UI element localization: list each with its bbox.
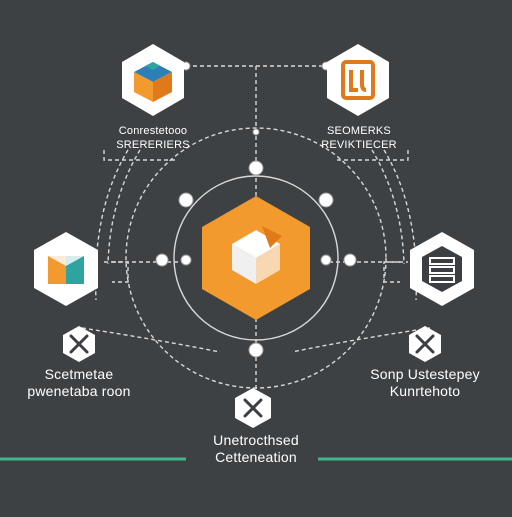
junction-dot [318, 192, 334, 208]
server-stack-icon [429, 257, 455, 283]
right-arc-1 [371, 149, 405, 265]
left-badge [63, 326, 95, 362]
right-badge-link [291, 327, 431, 353]
junction-dot [248, 342, 264, 358]
top-right-drop [337, 150, 409, 161]
label-line-1: Conrestetooo [118, 125, 188, 137]
junction-dot [320, 254, 332, 266]
node-top-left [122, 44, 184, 116]
node-top-right [327, 44, 389, 116]
orange-lu-logo-icon [341, 60, 375, 100]
junction-dot [155, 253, 169, 267]
label-line-2: REVIKTIECER [321, 139, 397, 151]
tools-icon [69, 334, 89, 354]
label-line-1: Sonp Ustestepey [370, 366, 480, 382]
tools-icon [243, 398, 263, 418]
label-bottom: Unetrocthsed Cetteneation [186, 432, 326, 466]
right-badge [409, 326, 441, 362]
colorful-cube-icon [134, 62, 172, 102]
label-top-right: SEOMERKS REVIKTIECER [306, 124, 412, 152]
node-middle-right [410, 232, 474, 306]
label-middle-left: Scetmetae pwenetaba roon [14, 366, 144, 400]
label-middle-right: Sonp Ustestepey Kunrtehoto [350, 366, 500, 400]
label-line-2: Cetteneation [215, 449, 297, 465]
label-line-1: SEOMERKS [327, 125, 391, 137]
orange-cube-icon [232, 226, 282, 284]
label-line-1: Unetrocthsed [213, 432, 299, 448]
left-badge-link [81, 327, 221, 353]
label-line-2: SRERERIERS [116, 139, 190, 151]
center-node [202, 196, 310, 320]
junction-dot [252, 128, 260, 136]
node-middle-left [34, 232, 98, 306]
tools-icon [415, 334, 435, 354]
label-top-left: Conrestetooo SRERERIERS [100, 124, 206, 152]
junction-dot [248, 160, 264, 176]
junction-dot [343, 253, 357, 267]
teal-orange-box-icon [48, 256, 84, 284]
left-arc-1 [107, 149, 141, 265]
node-hex [327, 44, 389, 116]
junction-dot [180, 254, 192, 266]
top-left-drop [103, 150, 175, 161]
label-line-2: pwenetaba roon [27, 383, 131, 399]
node-bottom [235, 388, 271, 428]
label-line-1: Scetmetae [44, 366, 114, 382]
label-line-2: Kunrtehoto [389, 383, 461, 399]
junction-dot [178, 192, 194, 208]
